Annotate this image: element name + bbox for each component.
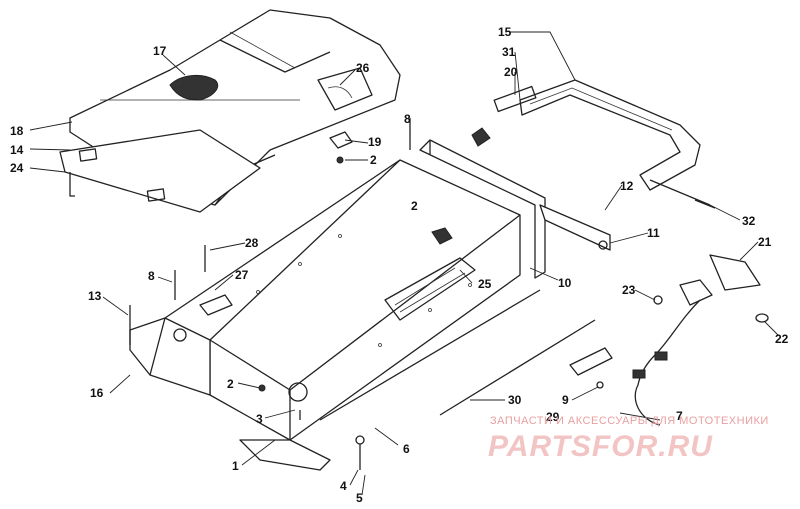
callout-25: 25: [478, 277, 492, 291]
seat-base-panel: [59, 129, 261, 213]
callout-29: 29: [546, 410, 560, 424]
callout-27: 27: [235, 268, 249, 282]
callout-21: 21: [758, 235, 772, 249]
callout-19: 19: [368, 135, 382, 149]
callout-16: 16: [90, 386, 104, 400]
callout-28: 28: [245, 236, 259, 250]
callout-10: 10: [558, 276, 572, 290]
callout-9: 9: [562, 393, 569, 407]
callout-32: 32: [742, 214, 756, 228]
channel-frame: [419, 139, 611, 279]
watermark-logo: PARTSFOR.RU: [488, 430, 713, 463]
callout-labels: 17 18 14 24 26 19 2 8 15 31 20 12 32 11 …: [10, 25, 789, 505]
callout-14: 14: [10, 143, 24, 157]
callout-2-low: 2: [227, 377, 234, 391]
watermark-tagline: ЗАПЧАСТИ И АКСЕССУАРЫ ДЛЯ МОТОТЕХНИКИ: [490, 415, 769, 427]
chassis-tray: [129, 159, 521, 471]
callout-22: 22: [775, 332, 789, 346]
tail-light-assembly: [632, 254, 769, 426]
callout-7: 7: [676, 409, 683, 423]
callout-18: 18: [10, 124, 24, 138]
callout-26: 26: [356, 61, 370, 75]
loose-parts: [129, 118, 716, 470]
callout-8-top: 8: [404, 112, 411, 126]
callout-2-top: 2: [370, 153, 377, 167]
callout-17: 17: [153, 44, 167, 58]
callout-15: 15: [498, 25, 512, 39]
callout-6: 6: [403, 442, 410, 456]
callout-3: 3: [256, 412, 263, 426]
callout-1: 1: [232, 459, 239, 473]
callout-20: 20: [504, 65, 518, 79]
callout-24: 24: [10, 161, 24, 175]
watermark: ЗАПЧАСТИ И АКСЕССУАРЫ ДЛЯ МОТОТЕХНИКИ PA…: [488, 415, 769, 463]
callout-4: 4: [340, 479, 347, 493]
callout-31: 31: [502, 45, 516, 59]
callout-12: 12: [620, 179, 634, 193]
callout-30: 30: [508, 393, 522, 407]
callout-5: 5: [356, 491, 363, 505]
grab-handle: [471, 79, 711, 206]
leader-lines: [29, 31, 779, 496]
callout-8-left: 8: [148, 269, 155, 283]
callout-23: 23: [622, 283, 636, 297]
callout-13: 13: [88, 289, 102, 303]
callout-2-mid: 2: [411, 199, 418, 213]
callout-11: 11: [647, 226, 660, 240]
